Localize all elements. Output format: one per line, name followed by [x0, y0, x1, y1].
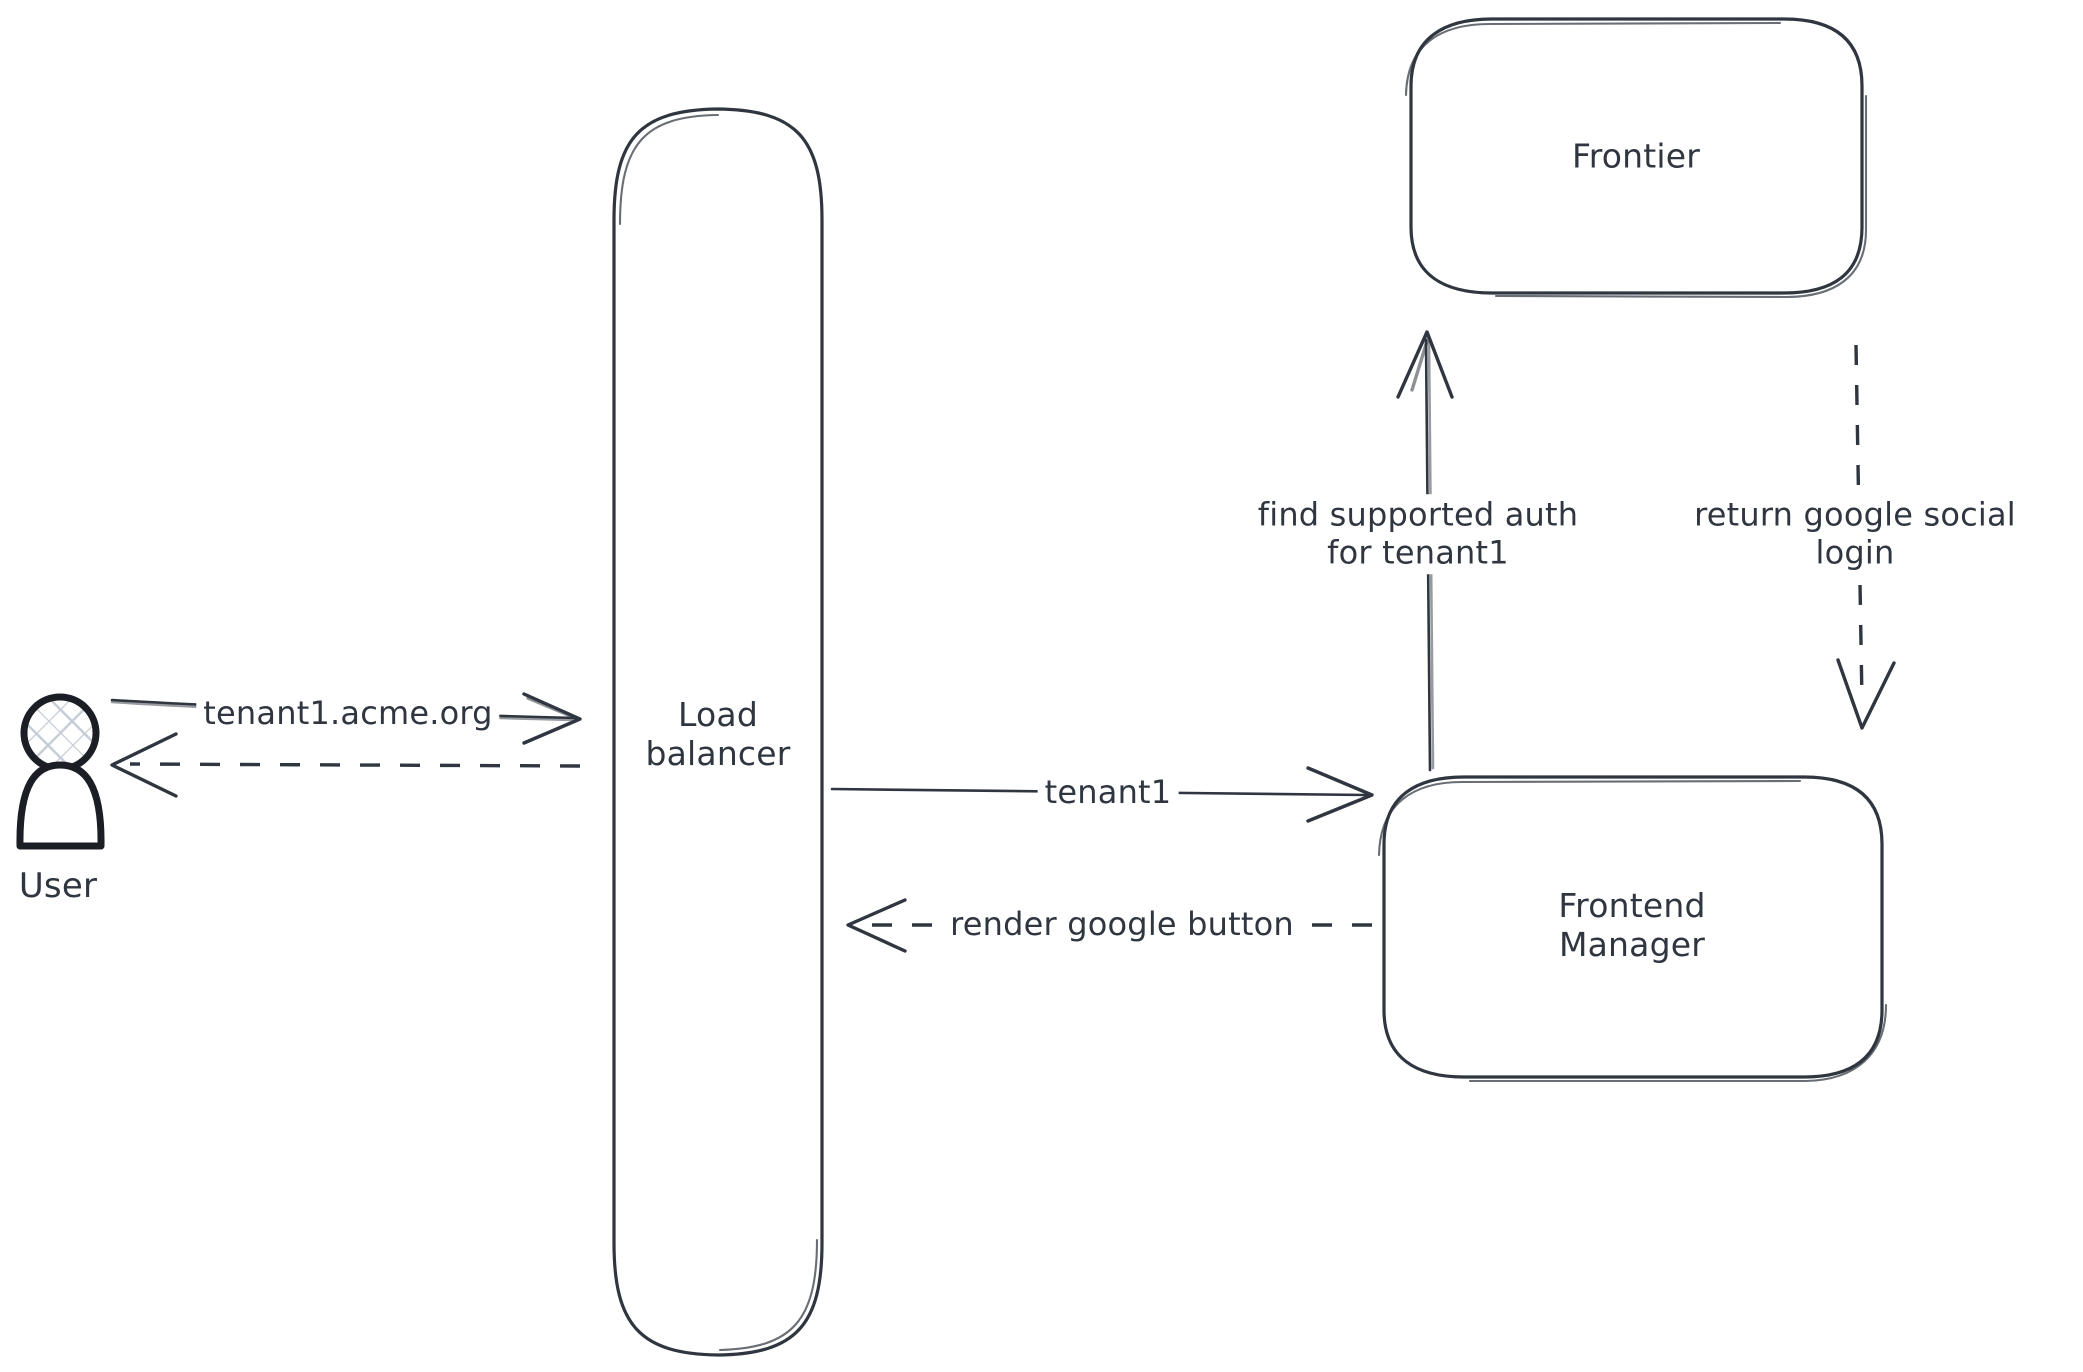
edge-lb-to-user	[110, 732, 581, 798]
edge-label-find-supported-auth-line2: for tenant1	[1327, 533, 1509, 571]
edge-label-find-supported-auth-line1: find supported auth	[1257, 495, 1579, 534]
frontend-manager-label-line2: Manager	[1558, 925, 1706, 964]
edge-label-tenant1: tenant1	[1037, 773, 1179, 812]
user-actor-icon	[16, 693, 105, 850]
load-balancer-label-line1: Load	[678, 695, 758, 735]
load-balancer-box[interactable]	[612, 107, 824, 1357]
edge-label-return-google-social-login-line2: login	[1815, 533, 1895, 571]
load-balancer-label-line2: balancer	[645, 734, 791, 773]
frontend-manager-label-line1: Frontend	[1558, 886, 1706, 926]
edge-label-render-google-button: render google button	[943, 905, 1301, 944]
user-label: User	[18, 866, 98, 906]
frontier-label: Frontier	[1571, 136, 1701, 176]
edge-label-return-google-social-login-line1: return google social	[1694, 495, 2016, 534]
edge-label-tenant1-acme-org: tenant1.acme.org	[196, 694, 500, 733]
frontier-box[interactable]	[1404, 17, 1868, 299]
frontend-manager-box[interactable]	[1377, 775, 1888, 1083]
